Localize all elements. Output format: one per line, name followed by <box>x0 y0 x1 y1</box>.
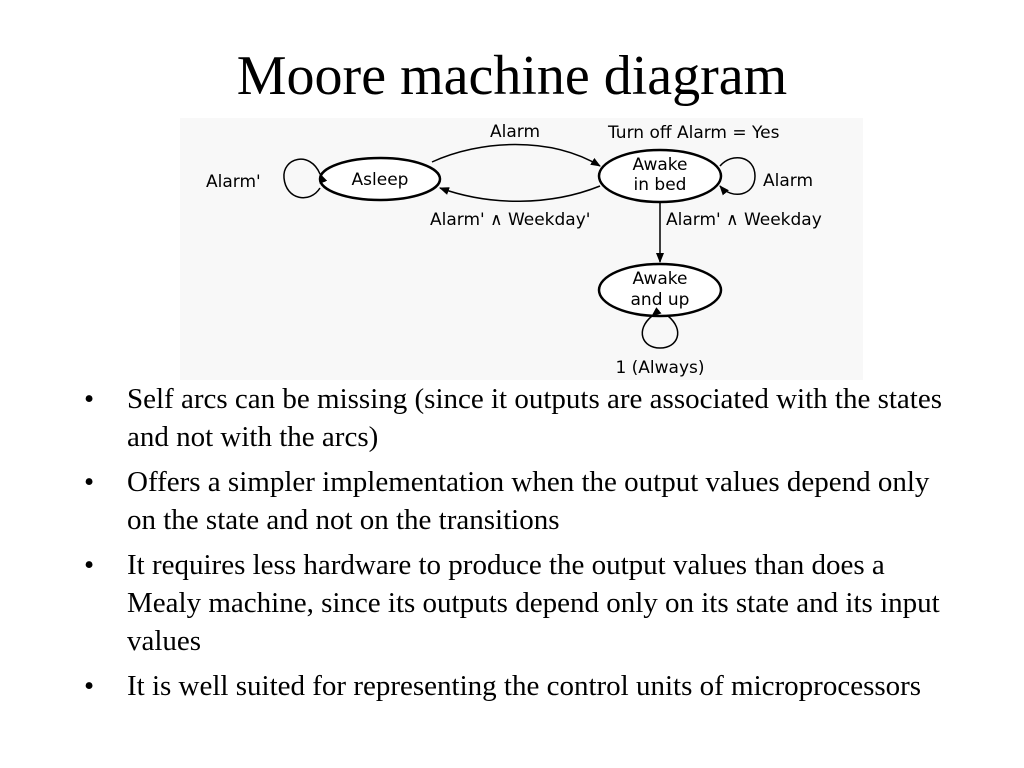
bullet-item: • It requires less hardware to produce th… <box>82 546 942 660</box>
state-awake-in-bed-label-line2: in bed <box>634 175 687 195</box>
arc-up-self-label: 1 (Always) <box>615 358 704 378</box>
state-awake-and-up-label-line1: Awake <box>633 269 688 289</box>
arc-asleep-to-awake <box>431 143 601 167</box>
bullet-text: It requires less hardware to produce the… <box>127 549 940 657</box>
state-awake-and-up-label-line2: and up <box>631 290 690 310</box>
moore-state-diagram: Asleep Awake in bed Awake and up Turn of… <box>180 118 863 380</box>
bullet-item: • It is well suited for representing the … <box>82 667 942 705</box>
bullet-item: • Offers a simpler implementation when th… <box>82 463 942 539</box>
arc-awake-self-label: Alarm <box>763 171 813 191</box>
arc-awake-self <box>719 156 756 196</box>
arc-asleep-to-awake-label: Alarm <box>490 122 540 142</box>
bullet-marker: • <box>84 549 95 581</box>
bullet-list: • Self arcs can be missing (since it outp… <box>82 380 942 712</box>
arc-awake-to-up-label: Alarm' ∧ Weekday <box>666 210 822 230</box>
bullet-item: • Self arcs can be missing (since it outp… <box>82 380 942 456</box>
bullet-text: It is well suited for representing the c… <box>127 670 922 702</box>
arc-awake-to-asleep-label: Alarm' ∧ Weekday' <box>430 210 590 230</box>
bullet-marker: • <box>84 466 95 498</box>
state-asleep-label: Asleep <box>352 170 409 190</box>
arc-asleep-self <box>283 158 328 199</box>
bullet-text: Offers a simpler implementation when the… <box>127 466 930 536</box>
state-diagram-svg: Asleep Awake in bed Awake and up Turn of… <box>206 122 822 378</box>
bullet-marker: • <box>84 670 95 702</box>
arc-asleep-self-label: Alarm' <box>206 172 261 192</box>
output-label: Turn off Alarm = Yes <box>607 123 780 143</box>
bullet-text: Self arcs can be missing (since it outpu… <box>127 383 943 453</box>
state-awake-in-bed-label-line1: Awake <box>633 155 688 175</box>
arc-up-self <box>641 307 679 349</box>
bullet-marker: • <box>84 383 95 415</box>
slide-title: Moore machine diagram <box>236 45 788 107</box>
arc-awake-to-asleep <box>439 185 601 202</box>
